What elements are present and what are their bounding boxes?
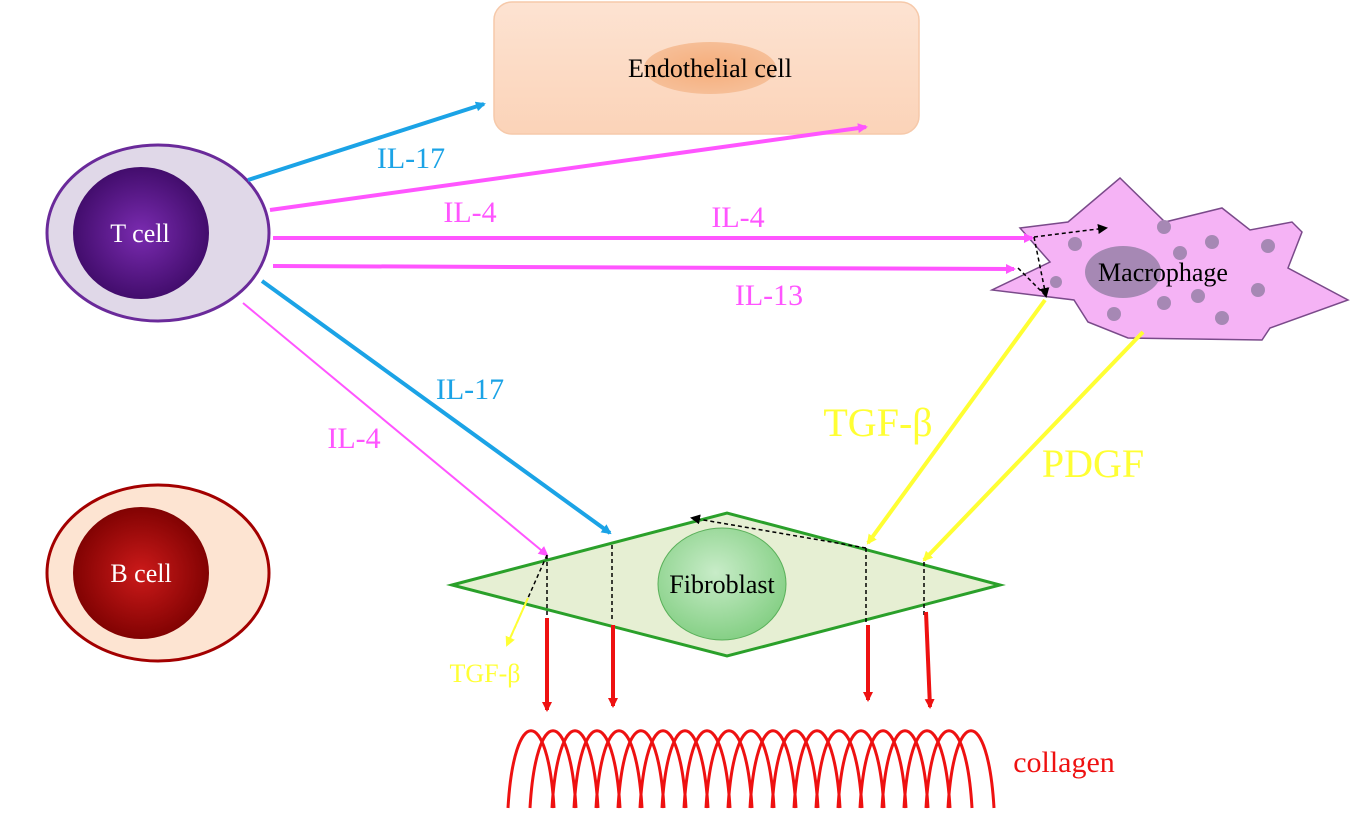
- collagen-coil-9: [704, 729, 754, 809]
- endothelial-cell-label: Endothelial cell: [628, 54, 792, 83]
- macrophage-cell: Macrophage: [989, 176, 1350, 341]
- collagen-coil-7: [660, 729, 710, 809]
- tgfb-release-arrow: [505, 597, 529, 647]
- collagen-fibers: [506, 729, 996, 809]
- collagen-coil-17: [880, 729, 930, 809]
- collagen-coil-6: [638, 729, 688, 809]
- macrophage-signal-dashed-arrow: [1033, 224, 1108, 238]
- b-cell-label: B cell: [110, 559, 171, 588]
- il4-label-right: IL-4: [711, 201, 764, 234]
- tgfb-label-macrophage: TGF-β: [823, 400, 932, 445]
- il4-arrow-to-fibroblast: [242, 302, 549, 557]
- endothelial-cell: Endothelial cell: [493, 1, 920, 135]
- il4-label-left: IL-4: [443, 196, 496, 229]
- il4-label-fibroblast: IL-4: [327, 422, 380, 455]
- tgfb-arrow-to-fibroblast: [866, 298, 1047, 545]
- il13-label: IL-13: [735, 279, 803, 312]
- il17-label-fibroblast: IL-17: [436, 373, 504, 406]
- collagen-coil-11: [748, 729, 798, 809]
- collagen-coil-5: [616, 729, 666, 809]
- t-cell: T cell: [45, 143, 271, 323]
- collagen-coil-2: [550, 729, 600, 809]
- pdgf-arrow-to-fibroblast: [922, 330, 1145, 562]
- collagen-coil-20: [946, 729, 996, 809]
- b-cell: B cell: [45, 483, 271, 663]
- collagen-coil-16: [858, 729, 908, 809]
- collagen-coil-3: [572, 729, 622, 809]
- fibroblast-label: Fibroblast: [669, 570, 775, 599]
- collagen-coil-14: [814, 729, 864, 809]
- il17-label-top: IL-17: [377, 142, 445, 175]
- pdgf-label: PDGF: [1042, 441, 1144, 486]
- macrophage-granules: [1050, 220, 1275, 325]
- collagen-coil-12: [770, 729, 820, 809]
- macrophage-label: Macrophage: [1098, 258, 1228, 287]
- fibroblast-dashed-signals: [546, 514, 925, 622]
- collagen-label: collagen: [1013, 746, 1115, 779]
- collagen-coil-1: [528, 729, 578, 809]
- t-cell-label: T cell: [110, 219, 169, 248]
- il4-arrow-to-endothelial: [269, 123, 868, 212]
- collagen-coil-18: [902, 729, 952, 809]
- collagen-coil-0: [506, 729, 556, 809]
- collagen-coil-19: [924, 729, 974, 809]
- il17-arrow-to-endothelial: [247, 101, 486, 182]
- il13-arrow-to-macrophage: [272, 263, 1016, 274]
- collagen-coil-4: [594, 729, 644, 809]
- collagen-arrow: [924, 611, 935, 709]
- collagen-coil-15: [836, 729, 886, 809]
- collagen-coil-13: [792, 729, 842, 809]
- collagen-coil-8: [682, 729, 732, 809]
- tgfb-label-fibroblast: TGF-β: [449, 659, 520, 688]
- collagen-coil-10: [726, 729, 776, 809]
- il17-arrow-to-fibroblast: [260, 279, 612, 535]
- macrophage-signal-dashed-arrow: [1033, 236, 1050, 298]
- fibroblast-cell: Fibroblast: [446, 511, 1006, 658]
